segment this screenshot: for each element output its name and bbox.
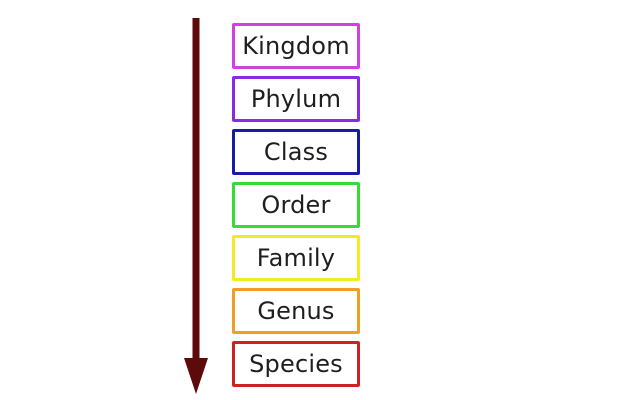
rank-box-family: Family bbox=[232, 235, 360, 281]
rank-label: Species bbox=[249, 350, 343, 378]
rank-box-kingdom: Kingdom bbox=[232, 23, 360, 69]
rank-box-species: Species bbox=[232, 341, 360, 387]
rank-label: Phylum bbox=[250, 85, 342, 113]
rank-box-order: Order bbox=[232, 182, 360, 228]
rank-label: Class bbox=[263, 138, 329, 166]
rank-label: Family bbox=[256, 244, 336, 272]
arrow-head bbox=[184, 358, 208, 394]
rank-box-phylum: Phylum bbox=[232, 76, 360, 122]
rank-label: Order bbox=[261, 191, 331, 219]
rank-box-class: Class bbox=[232, 129, 360, 175]
rank-label: Kingdom bbox=[242, 32, 350, 60]
rank-list: Kingdom Phylum Class Order Family Genus … bbox=[232, 23, 360, 387]
rank-label: Genus bbox=[257, 297, 335, 325]
rank-box-genus: Genus bbox=[232, 288, 360, 334]
